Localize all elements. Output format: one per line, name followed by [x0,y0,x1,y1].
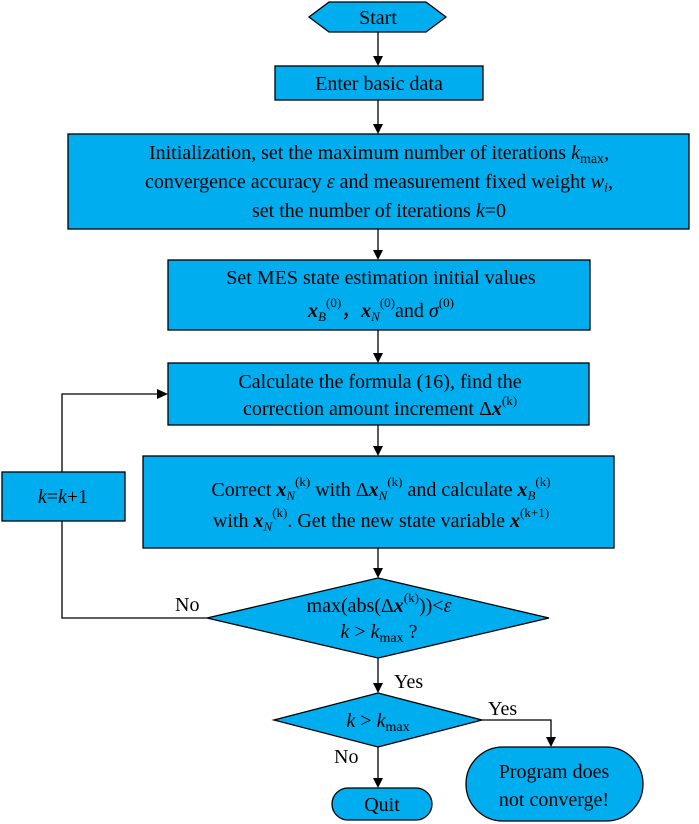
initialization-node [67,133,690,230]
start-label: Start [359,7,397,29]
increment-k-label: k=k+1 [38,486,88,508]
decision2-label: k > kmax [346,710,409,735]
init-line-3: set the number of iterations k=0 [252,200,506,222]
correct-line-2: with xN(k). Get the new state variable x… [213,505,549,534]
edge-loop-calc [61,393,158,472]
not-converge-line-2: not converge! [499,789,609,811]
edge-no-loop [61,521,207,619]
no-label-2: No [334,746,358,768]
correct-node [142,455,615,549]
mes-line-2: xB(0)，xN(0)and σ(0) [307,295,454,324]
arrowhead [373,56,383,66]
arrowhead [373,683,383,693]
arrowhead [373,778,383,788]
yes-label-1: Yes [394,671,423,693]
no-label-1: No [175,594,199,616]
not-converge-line-1: Program does [499,761,610,783]
correct-line-1: Correct xN(k) with ΔxN(k) and calculate … [211,474,550,503]
arrowhead [157,389,168,399]
quit-label: Quit [364,794,400,816]
init-line-2: convergence accuracy ε and measurement f… [145,171,613,196]
arrowhead [546,737,556,747]
mes-line-1: Set MES state estimation initial values [226,267,536,289]
arrowhead [373,446,383,456]
mes-initial-values-node [167,259,591,331]
start-node [307,1,448,33]
convergence-decision-node [206,577,550,659]
enter-data-label: Enter basic data [315,73,443,95]
arrowhead [373,353,383,363]
arrowhead [373,568,383,578]
arrowhead [373,250,383,260]
arrowhead [373,124,383,134]
increment-k-node [1,471,126,522]
yes-label-2: Yes [488,698,517,720]
calc-line-1: Calculate the formula (16), find the [238,371,521,393]
init-line-1: Initialization, set the maximum number o… [149,142,609,167]
not-converge-node [465,746,644,822]
edge-yes-noconverge [482,719,552,738]
decision1-line-2: k > kmax ? [340,621,417,646]
decision1-line-1: max(abs(Δx(k)))<ε [307,590,452,617]
enter-data-node [274,65,484,101]
calc-line-2: correction amount increment Δx(k) [243,393,517,420]
quit-node [331,787,433,821]
calculate-node [167,362,590,426]
